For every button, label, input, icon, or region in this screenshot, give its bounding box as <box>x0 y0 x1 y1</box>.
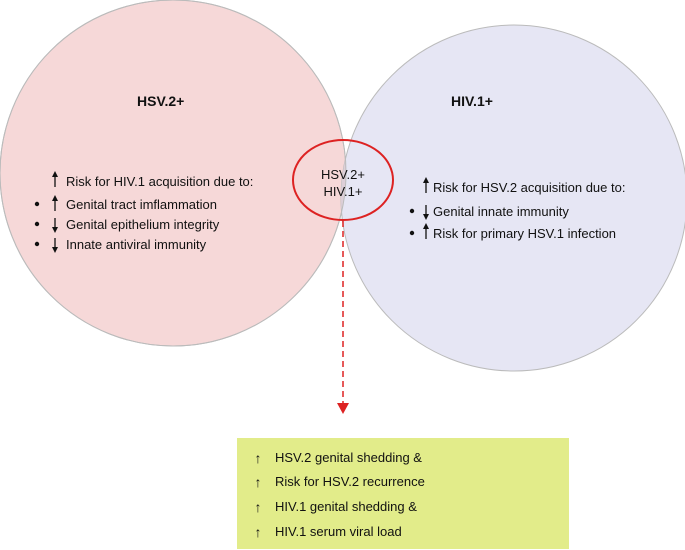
overlap-label-line1: HSV.2+ <box>321 167 365 182</box>
hiv1-item: Risk for primary HSV.1 infection <box>409 223 616 241</box>
hsv2-title: HSV.2+ <box>137 93 184 109</box>
hsv2-item-text: Genital epithelium integrity <box>66 217 220 232</box>
arrow-up-icon <box>423 177 429 193</box>
arrow-up-icon: ↑ <box>254 450 262 466</box>
arrow-up-icon <box>52 195 58 211</box>
outcome-box: ↑ HSV.2 genital shedding & ↑ Risk for HS… <box>237 438 569 549</box>
bullet-icon <box>409 208 415 214</box>
arrow-down-icon <box>423 205 429 220</box>
outcome-item: ↑ HIV.1 serum viral load <box>249 524 402 540</box>
bullet-icon <box>409 230 415 236</box>
hsv2-item-text: Innate antiviral immunity <box>66 237 207 252</box>
bullet-icon <box>34 221 40 227</box>
hiv1-circle <box>340 24 685 372</box>
arrow-up-icon: ↑ <box>254 524 262 540</box>
hiv1-title: HIV.1+ <box>451 93 493 109</box>
hsv2-item: Innate antiviral immunity <box>34 237 207 253</box>
bullet-icon <box>34 241 40 247</box>
dashed-arrow-head <box>337 403 349 414</box>
hsv2-heading: Risk for HIV.1 acquisition due to: <box>66 174 253 189</box>
outcome-item: ↑ Risk for HSV.2 recurrence <box>249 474 425 490</box>
hiv1-item-text: Genital innate immunity <box>433 204 569 219</box>
hiv1-heading: Risk for HSV.2 acquisition due to: <box>433 180 625 195</box>
arrow-down-icon <box>52 238 58 253</box>
bullet-icon <box>34 201 40 207</box>
hsv2-item: Genital epithelium integrity <box>34 217 220 233</box>
hiv1-item-text: Risk for primary HSV.1 infection <box>433 226 616 241</box>
arrow-down-icon <box>52 218 58 233</box>
overlap-ring <box>292 139 394 221</box>
hsv2-circle-outline <box>0 0 347 347</box>
hiv1-item: Genital innate immunity <box>409 204 569 220</box>
arrow-up-icon <box>423 223 429 239</box>
arrow-up-icon: ↑ <box>254 499 262 515</box>
outcome-text: HIV.1 genital shedding & <box>275 499 417 514</box>
hsv2-item-text: Genital tract imflammation <box>66 197 217 212</box>
hsv2-heading-group: Risk for HIV.1 acquisition due to: <box>52 171 253 189</box>
arrow-up-icon: ↑ <box>254 474 262 490</box>
outcome-text: Risk for HSV.2 recurrence <box>275 474 425 489</box>
outcome-text: HSV.2 genital shedding & <box>275 450 422 465</box>
outcome-text: HIV.1 serum viral load <box>275 524 402 539</box>
hiv1-heading-group: Risk for HSV.2 acquisition due to: <box>423 177 625 195</box>
outcome-item: ↑ HSV.2 genital shedding & <box>249 450 422 466</box>
arrow-up-icon <box>52 171 58 187</box>
overlap-label-line2: HIV.1+ <box>324 184 363 199</box>
hsv2-item: Genital tract imflammation <box>34 195 217 212</box>
outcome-item: ↑ HIV.1 genital shedding & <box>249 499 417 515</box>
